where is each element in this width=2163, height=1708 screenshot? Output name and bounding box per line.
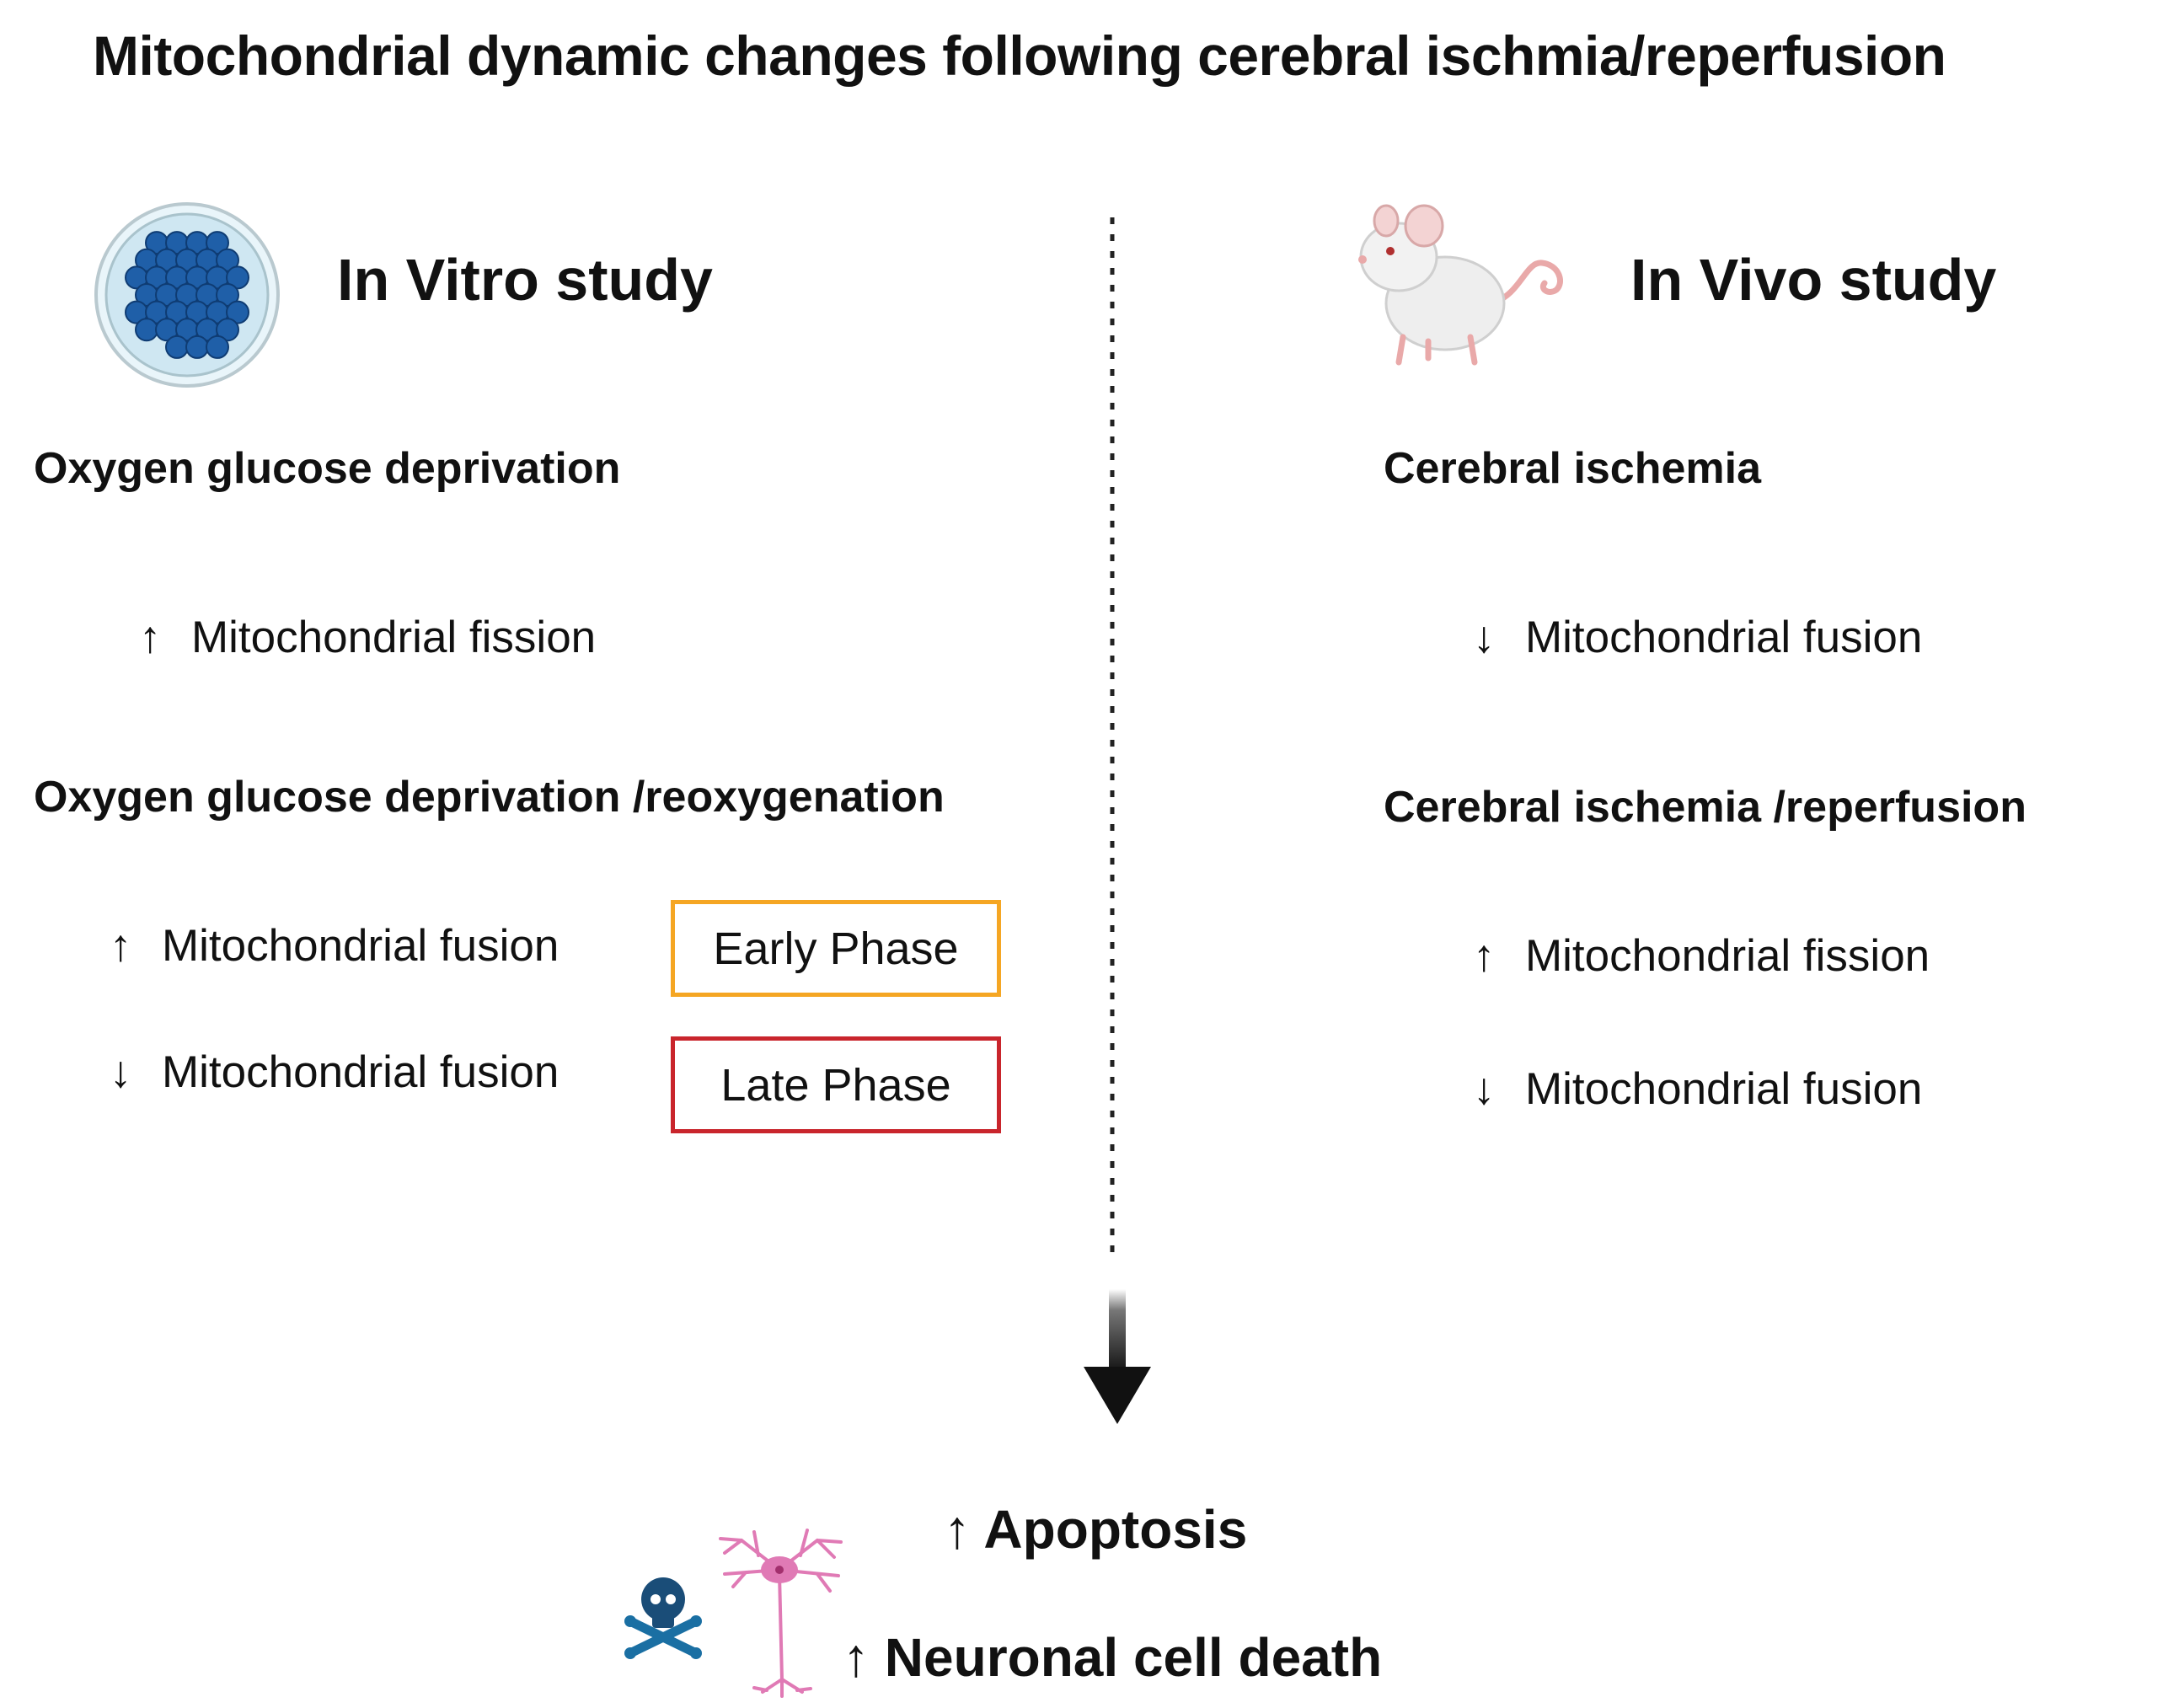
- arrow-up: ↑: [944, 1499, 971, 1560]
- petri-cell: [185, 335, 209, 359]
- left-item-fission: ↑Mitochondrial fission: [139, 613, 597, 662]
- condition-ogd: Oxygen glucose deprivation: [34, 444, 621, 493]
- arrow-up: ↑: [139, 613, 162, 662]
- petri-cell: [216, 283, 239, 307]
- petri-dish-icon: [94, 202, 280, 388]
- petri-cell: [135, 318, 158, 342]
- condition-ischemia-reperfusion: Cerebral ischemia /reperfusion: [1384, 783, 2026, 832]
- neuron-icon: [719, 1529, 843, 1698]
- arrow-up: ↑: [843, 1627, 870, 1688]
- left-item-fusion-late: ↓Mitochondrial fusion: [110, 1047, 559, 1097]
- in-vivo-heading: In Vivo study: [1630, 247, 1997, 313]
- outcome-neuronal-death: ↑ Neuronal cell death: [843, 1627, 1383, 1688]
- petri-cell: [206, 335, 229, 359]
- petri-cell: [216, 318, 239, 342]
- petri-cell: [216, 248, 239, 272]
- right-item-fusion-2: ↓Mitochondrial fusion: [1473, 1064, 1923, 1114]
- left-item-fusion-early: ↑Mitochondrial fusion: [110, 921, 559, 971]
- mouse-icon: [1358, 204, 1563, 366]
- early-phase-box: Early Phase: [671, 900, 1001, 997]
- arrow-down: ↓: [1473, 613, 1496, 662]
- right-item-fusion: ↓Mitochondrial fusion: [1473, 613, 1923, 662]
- petri-cell: [226, 265, 249, 290]
- arrow-up: ↑: [1473, 931, 1496, 981]
- condition-ogd-reoxygenation: Oxygen glucose deprivation /reoxygenatio…: [34, 773, 945, 822]
- petri-cell: [206, 231, 229, 255]
- arrow-up: ↑: [110, 921, 132, 971]
- petri-cell: [165, 335, 189, 359]
- outcome-apoptosis: ↑ Apoptosis: [944, 1499, 1248, 1560]
- condition-cerebral-ischemia: Cerebral ischemia: [1384, 444, 1762, 493]
- late-phase-box: Late Phase: [671, 1036, 1001, 1133]
- right-item-fission: ↑Mitochondrial fission: [1473, 931, 1930, 981]
- petri-cell: [226, 300, 249, 324]
- skull-crossbones-icon: [624, 1577, 702, 1659]
- center-divider: [1110, 217, 1115, 1262]
- arrow-down: ↓: [110, 1047, 132, 1097]
- in-vitro-heading: In Vitro study: [337, 247, 713, 313]
- arrow-down: ↓: [1473, 1064, 1496, 1114]
- down-arrow-icon: [1084, 1289, 1151, 1424]
- diagram-title: Mitochondrial dynamic changes following …: [93, 24, 1946, 87]
